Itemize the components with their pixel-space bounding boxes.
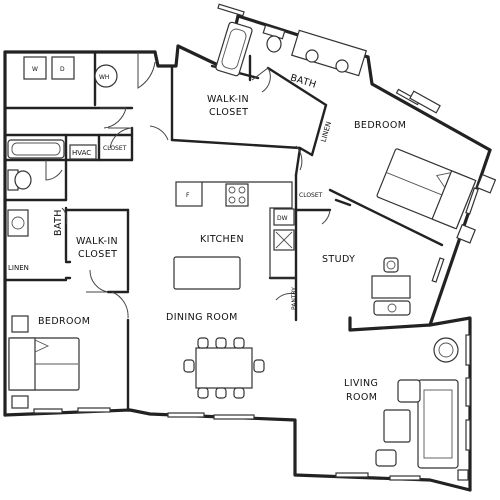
dryer <box>51 56 75 80</box>
dishwasher <box>273 208 295 226</box>
side-table <box>433 337 459 363</box>
water-heater-label: WH <box>99 74 109 81</box>
label-hvac: HVAC <box>72 149 91 157</box>
fridge <box>175 181 203 207</box>
study-furniture <box>371 257 411 316</box>
bedroom-right-furniture <box>376 90 497 244</box>
study-desk <box>371 275 411 299</box>
bathtub-top <box>215 21 253 77</box>
label-dining-room: DINING ROOM <box>166 312 238 323</box>
armchair <box>397 379 421 403</box>
label-study: STUDY <box>322 254 355 265</box>
laundry: W D WH <box>23 56 118 88</box>
bath-fixtures-top <box>215 21 368 77</box>
label-walkin-closet-top-1: WALK-IN <box>207 94 249 105</box>
water-heater <box>94 64 118 88</box>
label-closet-top-left: CLOSET <box>103 145 127 152</box>
label-walkin-closet-left-1: WALK-IN <box>76 236 118 247</box>
bath-fixtures-left <box>7 139 97 237</box>
label-walkin-closet-left-2: CLOSET <box>78 249 117 260</box>
bedroom-left-furniture <box>8 315 80 409</box>
washer-label: W <box>32 66 38 73</box>
living-room-furniture <box>375 337 469 481</box>
bathtub-left <box>7 139 65 159</box>
label-linen-left: LINEN <box>8 264 29 272</box>
study-chair <box>383 257 399 273</box>
kitchen-fixtures: F DW <box>173 181 296 290</box>
doors <box>45 52 331 319</box>
label-living-room-2: ROOM <box>346 392 377 403</box>
label-pantry: PANTRY <box>291 287 298 310</box>
label-bedroom-right: BEDROOM <box>354 120 406 131</box>
kitchen-island <box>173 256 241 290</box>
label-bath-top: BATH <box>289 72 318 90</box>
label-closet-study: CLOSET <box>299 192 323 199</box>
coffee-table <box>383 409 411 443</box>
fridge-label: F <box>186 192 190 199</box>
stove <box>225 183 249 207</box>
room-labels: WALK-IN CLOSET BATH BEDROOM LINEN CLOSET… <box>8 72 406 403</box>
label-kitchen: KITCHEN <box>200 234 244 245</box>
windows <box>33 3 479 481</box>
label-walkin-closet-top-2: CLOSET <box>209 107 248 118</box>
vanity-top <box>290 29 368 77</box>
label-living-room-1: LIVING <box>344 378 378 389</box>
sofa <box>417 379 459 469</box>
dryer-label: D <box>60 66 65 73</box>
hvac-unit <box>69 144 97 160</box>
sink-left <box>7 209 29 237</box>
label-bedroom-left: BEDROOM <box>38 316 90 327</box>
dining-table <box>195 347 253 389</box>
washer <box>23 56 47 80</box>
label-bath-left: BATH <box>53 209 64 236</box>
dining-set <box>183 337 265 399</box>
dishwasher-label: DW <box>277 215 288 222</box>
